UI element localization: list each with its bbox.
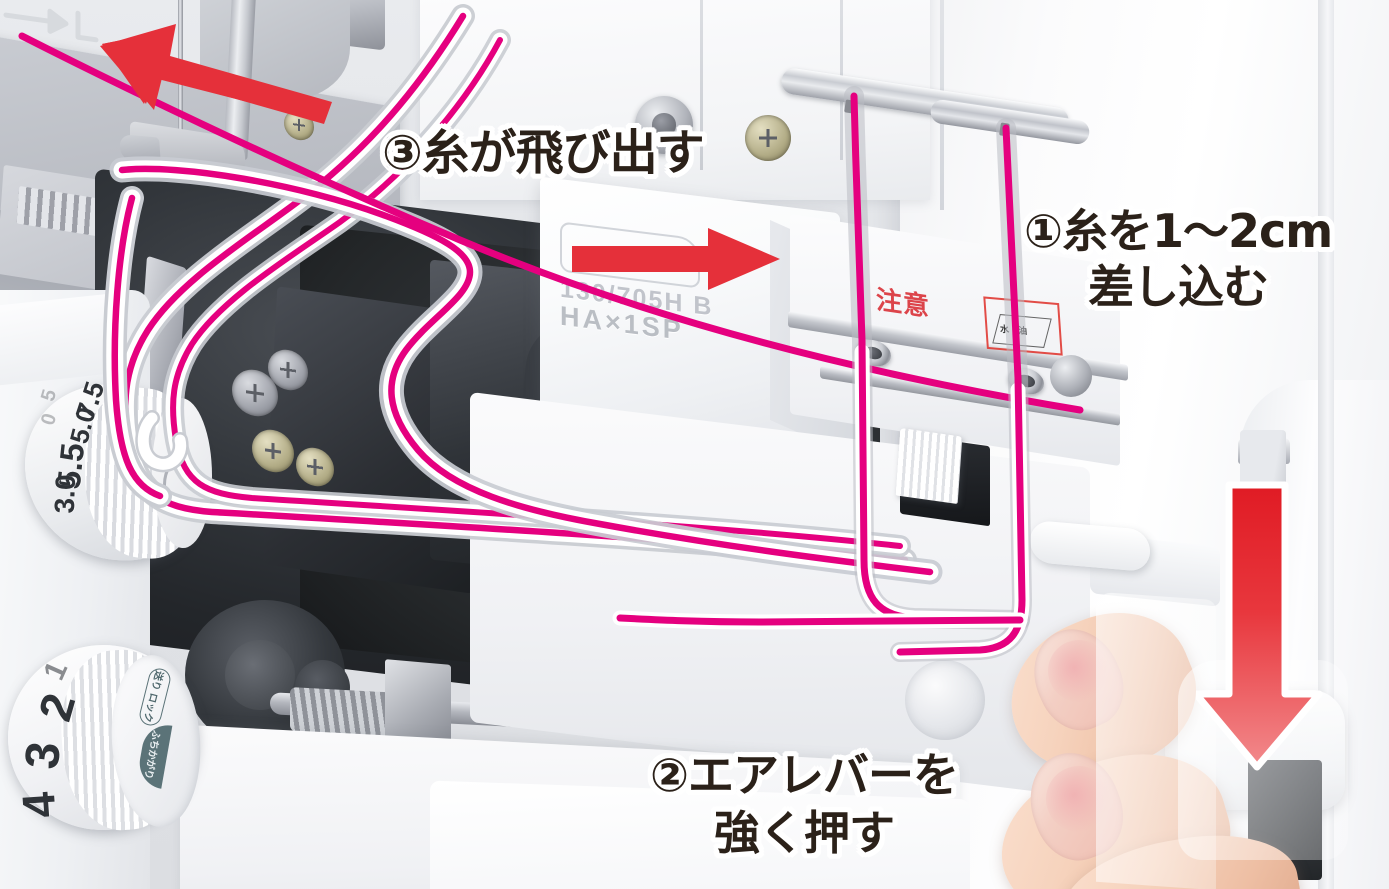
caption-step-1-line1: ①糸を1〜2cm	[1024, 204, 1333, 258]
caption-step-2-line2: 強く押す	[713, 806, 895, 861]
caption-step-2: ②エアレバーを 強く押す	[650, 748, 959, 861]
top-cover-seam-1	[700, 0, 703, 170]
caption-step-3-text: ③糸が飛び出す	[382, 125, 705, 181]
caption-step-2-line1: ②エアレバーを	[650, 748, 959, 802]
chrome-boss-right	[1050, 355, 1092, 397]
caption-step-1: ①糸を1〜2cm 差し込む	[1024, 204, 1333, 315]
round-recess	[905, 660, 985, 740]
caption-step-3: ③糸が飛び出す	[382, 125, 705, 182]
screw-top	[745, 115, 791, 161]
arrow-up-left-shape	[100, 24, 332, 124]
chrome-boss-top	[635, 96, 693, 154]
arrow-down-big-icon	[1196, 481, 1323, 771]
lever-direction-emboss-icon	[3, 8, 99, 43]
arrow-right-icon	[572, 228, 780, 290]
caption-step-1-line2: 差し込む	[1088, 260, 1269, 315]
